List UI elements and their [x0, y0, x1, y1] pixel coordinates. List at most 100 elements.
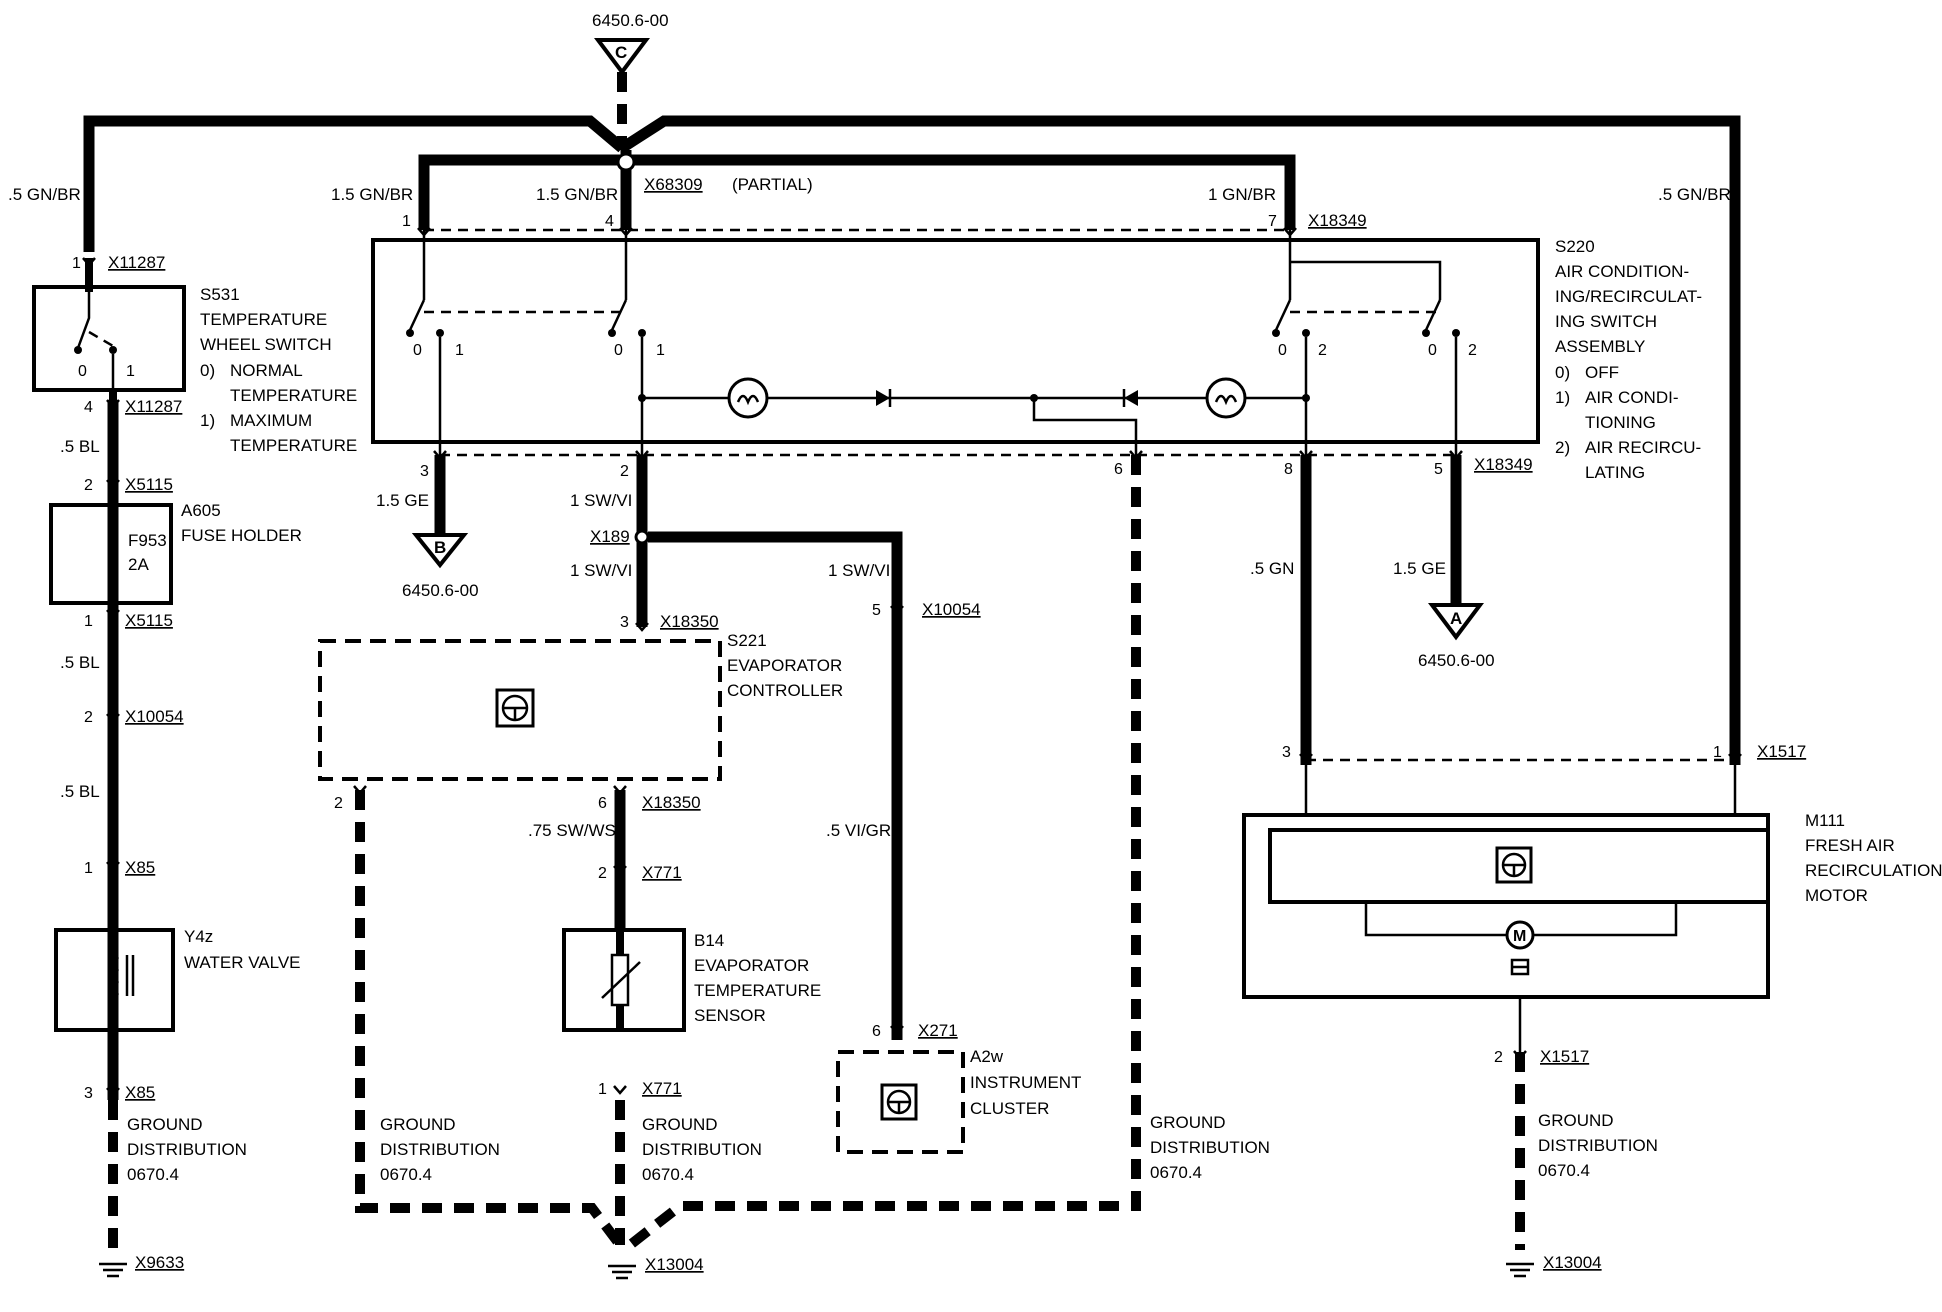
s220-l1: AIR CONDITION- [1555, 262, 1689, 281]
ground-mid1-l3: 0670.4 [380, 1165, 432, 1184]
connector-mark [613, 865, 627, 875]
s220-sw3-contact2 [1302, 329, 1310, 337]
ground-mid3-l3: 0670.4 [1150, 1163, 1202, 1182]
reference-a: A 6450.6-00 [1418, 603, 1495, 670]
connector-mark [1728, 753, 1742, 763]
ground-mid2-l3: 0670.4 [642, 1165, 694, 1184]
wire-label-sw-ws: .75 SW/WS [528, 821, 616, 840]
a2w-l2: CLUSTER [970, 1099, 1049, 1118]
s220-connector-bottom: X18349 [1474, 455, 1533, 474]
connector-marks [82, 227, 1742, 1097]
s220-pin5: 5 [1434, 461, 1443, 478]
a605-fuse: F953 [128, 531, 167, 550]
connector-mark [890, 1025, 904, 1035]
s220-lamp-recirc-filament [1214, 394, 1238, 406]
s220-o2c: LATING [1585, 463, 1645, 482]
y4z-coil-icon [110, 950, 119, 1002]
ground-right-l3: 0670.4 [1538, 1161, 1590, 1180]
reference-b-triangle [411, 533, 469, 569]
s531-id: S531 [200, 285, 240, 304]
a2w-box [836, 1050, 965, 1154]
s531-box [32, 285, 186, 392]
a605-connector-bottom: X5115 [125, 611, 173, 630]
junction-x68309 [616, 152, 636, 172]
connector-mark [890, 605, 904, 615]
b14-l3: SENSOR [694, 1006, 766, 1025]
s531-actuator [88, 330, 114, 348]
s531-temperature-wheel-switch: 1 X11287 0 1 S531 TEMPERATURE WHEEL SWIT… [32, 253, 357, 455]
s531-opt0b: NORMAL [230, 361, 303, 380]
m111-l2: RECIRCULATION [1805, 861, 1942, 880]
s220-lamp-ac-filament [736, 394, 760, 406]
s220-o1b: AIR CONDI- [1585, 388, 1679, 407]
a2w-pin: 6 [872, 1023, 881, 1040]
s220-o2a: 2) [1555, 438, 1570, 457]
s220-o0b: OFF [1585, 363, 1619, 382]
reference-c-triangle [594, 38, 650, 76]
s220-sw4-contact0 [1422, 329, 1430, 337]
s220-diode-left-icon [876, 390, 890, 406]
s531-opt1c: TEMPERATURE [230, 436, 357, 455]
connector-mark [1129, 450, 1143, 460]
ground-mid1-l1: GROUND [380, 1115, 456, 1134]
s531-pos1: 1 [126, 363, 135, 380]
ground-center-network: GROUND DISTRIBUTION 0670.4 GROUND DISTRI… [355, 455, 1270, 1280]
s220-id: S220 [1555, 237, 1595, 256]
s220-sw3-arm [1274, 299, 1292, 331]
connector-mark [433, 450, 447, 460]
wire-label-right-gn: .5 GN [1250, 559, 1294, 578]
s220-pin2: 2 [620, 463, 629, 480]
connector-mark [1283, 227, 1297, 237]
m111-fresh-air-recirculation-motor: 3 1 X1517 M M111 FRESH AIR RECIRCULATION… [1242, 742, 1942, 1066]
s220-sw4-feed [1290, 260, 1442, 300]
ground-right: GROUND DISTRIBUTION 0670.4 X13004 [1506, 1052, 1658, 1278]
s221-pin3: 3 [620, 614, 629, 631]
a605-rating: 2A [128, 555, 149, 574]
connector-mark [106, 609, 120, 619]
reference-c-label: 6450.6-00 [592, 11, 669, 30]
s220-l2: ING/RECIRCULAT- [1555, 287, 1702, 306]
ground-right-l2: DISTRIBUTION [1538, 1136, 1658, 1155]
s531-opt1b: MAXIMUM [230, 411, 312, 430]
m111-ecu-icon-spokes [1503, 863, 1525, 876]
s531-opt0a: 0) [200, 361, 215, 380]
s220-sw1-1: 1 [455, 342, 464, 359]
ground-mid2-l2: DISTRIBUTION [642, 1140, 762, 1159]
ground-mid1-l2: DISTRIBUTION [380, 1140, 500, 1159]
connector-mark [106, 479, 120, 489]
s220-sw3-2: 2 [1318, 342, 1327, 359]
s221-ecu-icon-spokes [503, 706, 527, 720]
motor-icon [1505, 920, 1535, 950]
m111-pin3: 3 [1282, 744, 1291, 761]
supply-bus: X68309 (PARTIAL) .5 GN/BR .5 GN/BR 1.5 G… [8, 115, 1741, 765]
a2w-ecu-icon-spokes [888, 1100, 910, 1113]
s220-o2b: AIR RECIRCU- [1585, 438, 1701, 457]
ground-left-connector: X9633 [135, 1253, 184, 1272]
wire-label-top-left: .5 GN/BR [8, 185, 81, 204]
connector-mark [106, 1087, 120, 1097]
wire-sw-vi-branch [648, 531, 903, 1040]
ground-mid2-l1: GROUND [642, 1115, 718, 1134]
s220-sw2-arm [610, 299, 628, 331]
connector-mark [417, 227, 431, 237]
s220-sw2-contact0 [608, 329, 616, 337]
s531-pin-top: 1 [72, 255, 81, 272]
wire-left-bus [83, 115, 626, 252]
ground-wire-s220 [626, 455, 1141, 1249]
m111-connector-bottom: X1517 [1540, 1047, 1589, 1066]
wire-label-left-5bl-2: .5 BL [60, 653, 100, 672]
ground-left-icon [99, 1262, 127, 1278]
s220-pin1: 1 [402, 213, 411, 230]
a2w-id: A2w [970, 1047, 1004, 1066]
s220-l4: ASSEMBLY [1555, 337, 1645, 356]
s220-sw2-0: 0 [614, 342, 623, 359]
m111-pin1: 1 [1713, 744, 1722, 761]
reference-b: 1.5 GE B 6450.6-00 [376, 455, 479, 600]
s220-sw4-2: 2 [1468, 342, 1477, 359]
ground-center-icon [608, 1264, 636, 1280]
s221-box [318, 639, 722, 781]
y4z-name: WATER VALVE [184, 953, 301, 972]
s220-sw4-contact2 [1452, 329, 1460, 337]
connector-mark [353, 785, 367, 795]
y4z-pin-top: 1 [84, 860, 93, 877]
